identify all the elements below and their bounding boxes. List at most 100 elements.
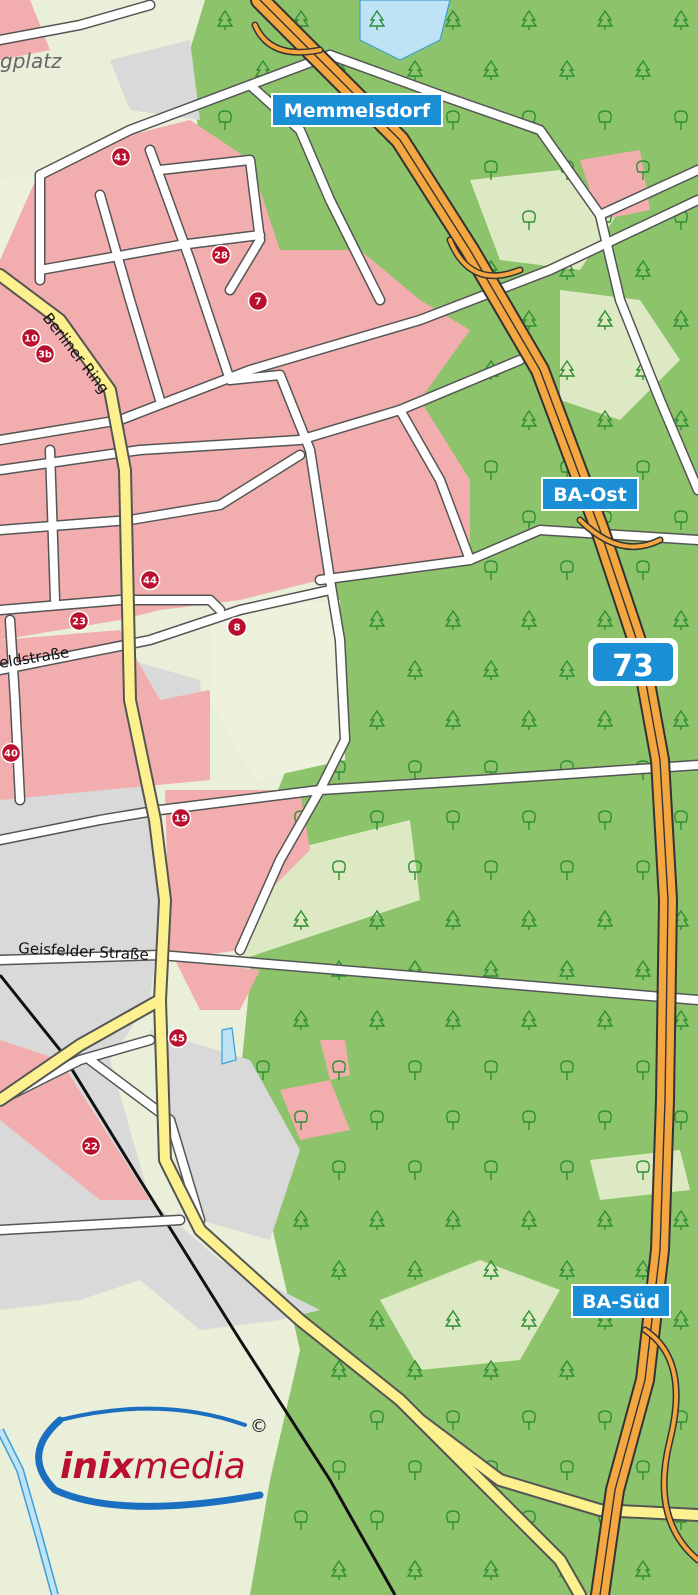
exit-sign-memmelsdorf[interactable]: Memmelsdorf xyxy=(271,93,443,127)
svg-text:73: 73 xyxy=(612,649,654,684)
poi-marker[interactable]: 22 xyxy=(80,1135,102,1157)
railway xyxy=(0,974,397,1595)
deciduous-tree-icon xyxy=(522,1110,536,1130)
conifer-tree-icon xyxy=(596,1009,614,1030)
deciduous-tree-icon xyxy=(484,460,498,480)
deciduous-tree-icon xyxy=(370,1110,384,1130)
svg-text:BA-Süd: BA-Süd xyxy=(582,1291,660,1313)
poi-marker[interactable]: 44 xyxy=(139,569,161,591)
copyright-symbol: © xyxy=(250,1416,268,1437)
conifer-tree-icon xyxy=(444,1209,462,1230)
deciduous-tree-icon xyxy=(560,1460,574,1480)
conifer-tree-icon xyxy=(672,609,690,630)
deciduous-tree-icon xyxy=(294,1110,308,1130)
poi-marker[interactable]: 10 xyxy=(20,327,42,349)
conifer-tree-icon xyxy=(520,1209,538,1230)
conifer-tree-icon xyxy=(406,59,424,80)
conifer-tree-icon xyxy=(558,59,576,80)
conifer-tree-icon xyxy=(330,1559,348,1580)
poi-marker-label: 22 xyxy=(84,1142,98,1153)
deciduous-tree-icon xyxy=(674,810,688,830)
conifer-tree-icon xyxy=(482,1259,500,1280)
deciduous-tree-icon xyxy=(484,860,498,880)
conifer-tree-icon xyxy=(634,1559,652,1580)
logo-text-media: media xyxy=(134,1446,246,1487)
svg-text:inixmedia: inixmedia xyxy=(60,1446,246,1487)
residential-area xyxy=(175,960,260,1010)
forest-clearing xyxy=(380,1260,560,1370)
residential-area xyxy=(280,1080,350,1140)
logo-text-inix: inix xyxy=(60,1446,135,1487)
conifer-tree-icon xyxy=(520,409,538,430)
poi-marker[interactable]: 3b xyxy=(34,343,56,365)
conifer-tree-icon xyxy=(672,309,690,330)
poi-marker[interactable]: 8 xyxy=(226,616,248,638)
conifer-tree-icon xyxy=(482,59,500,80)
poi-marker-label: 41 xyxy=(114,153,128,164)
deciduous-tree-icon xyxy=(560,1060,574,1080)
poi-marker-label: 23 xyxy=(72,617,86,628)
lake xyxy=(359,0,451,61)
poi-marker[interactable]: 19 xyxy=(170,807,192,829)
poi-marker-label: 19 xyxy=(174,814,188,825)
conifer-tree-icon xyxy=(368,9,386,30)
conifer-tree-icon xyxy=(520,709,538,730)
svg-text:Memmelsdorf: Memmelsdorf xyxy=(284,100,431,122)
exit-sign-ba-ost[interactable]: BA-Ost xyxy=(541,477,639,511)
deciduous-tree-icon xyxy=(598,810,612,830)
deciduous-tree-icon xyxy=(636,560,650,580)
conifer-tree-icon xyxy=(672,9,690,30)
conifer-tree-icon xyxy=(596,609,614,630)
conifer-tree-icon xyxy=(444,1309,462,1330)
conifer-tree-icon xyxy=(558,1359,576,1380)
conifer-tree-icon xyxy=(368,609,386,630)
deciduous-tree-icon xyxy=(522,510,536,530)
deciduous-tree-icon xyxy=(408,1460,422,1480)
conifer-tree-icon xyxy=(672,1209,690,1230)
deciduous-tree-icon xyxy=(484,160,498,180)
conifer-tree-icon xyxy=(482,1559,500,1580)
deciduous-tree-icon xyxy=(446,110,460,130)
deciduous-tree-icon xyxy=(636,1060,650,1080)
poi-marker[interactable]: 40 xyxy=(0,742,22,764)
motorway-shield-a73: 73 xyxy=(588,638,678,686)
conifer-tree-icon xyxy=(406,1559,424,1580)
conifer-tree-icon xyxy=(330,1359,348,1380)
poi-marker[interactable]: 7 xyxy=(247,290,269,312)
conifer-tree-icon xyxy=(482,659,500,680)
poi-marker[interactable]: 23 xyxy=(68,610,90,632)
deciduous-tree-icon xyxy=(446,1410,460,1430)
deciduous-tree-icon xyxy=(522,810,536,830)
deciduous-tree-icon xyxy=(484,560,498,580)
deciduous-tree-icon xyxy=(484,1060,498,1080)
poi-marker[interactable]: 28 xyxy=(210,244,232,266)
conifer-tree-icon xyxy=(634,59,652,80)
deciduous-tree-icon xyxy=(446,1510,460,1530)
conifer-tree-icon xyxy=(558,959,576,980)
conifer-tree-icon xyxy=(406,1259,424,1280)
conifer-tree-icon xyxy=(596,9,614,30)
poi-marker[interactable]: 41 xyxy=(110,146,132,168)
main-roads xyxy=(0,268,698,1595)
deciduous-tree-icon xyxy=(674,510,688,530)
poi-marker-label: 45 xyxy=(171,1034,185,1045)
conifer-tree-icon xyxy=(596,1309,614,1330)
exit-sign-ba-sued[interactable]: BA-Süd xyxy=(571,1284,671,1318)
conifer-tree-icon xyxy=(520,909,538,930)
conifer-tree-icon xyxy=(368,1309,386,1330)
conifer-tree-icon xyxy=(596,709,614,730)
conifer-tree-icon xyxy=(596,909,614,930)
minor-roads xyxy=(0,0,698,1236)
deciduous-tree-icon xyxy=(560,860,574,880)
poi-marker-label: 8 xyxy=(234,623,241,634)
deciduous-tree-icon xyxy=(332,860,346,880)
deciduous-tree-icon xyxy=(446,1110,460,1130)
poi-marker[interactable]: 45 xyxy=(167,1027,189,1049)
deciduous-tree-icon xyxy=(446,810,460,830)
deciduous-tree-icon xyxy=(370,1410,384,1430)
deciduous-tree-icon xyxy=(522,210,536,230)
poi-marker-label: 3b xyxy=(38,350,52,361)
deciduous-tree-icon xyxy=(674,110,688,130)
